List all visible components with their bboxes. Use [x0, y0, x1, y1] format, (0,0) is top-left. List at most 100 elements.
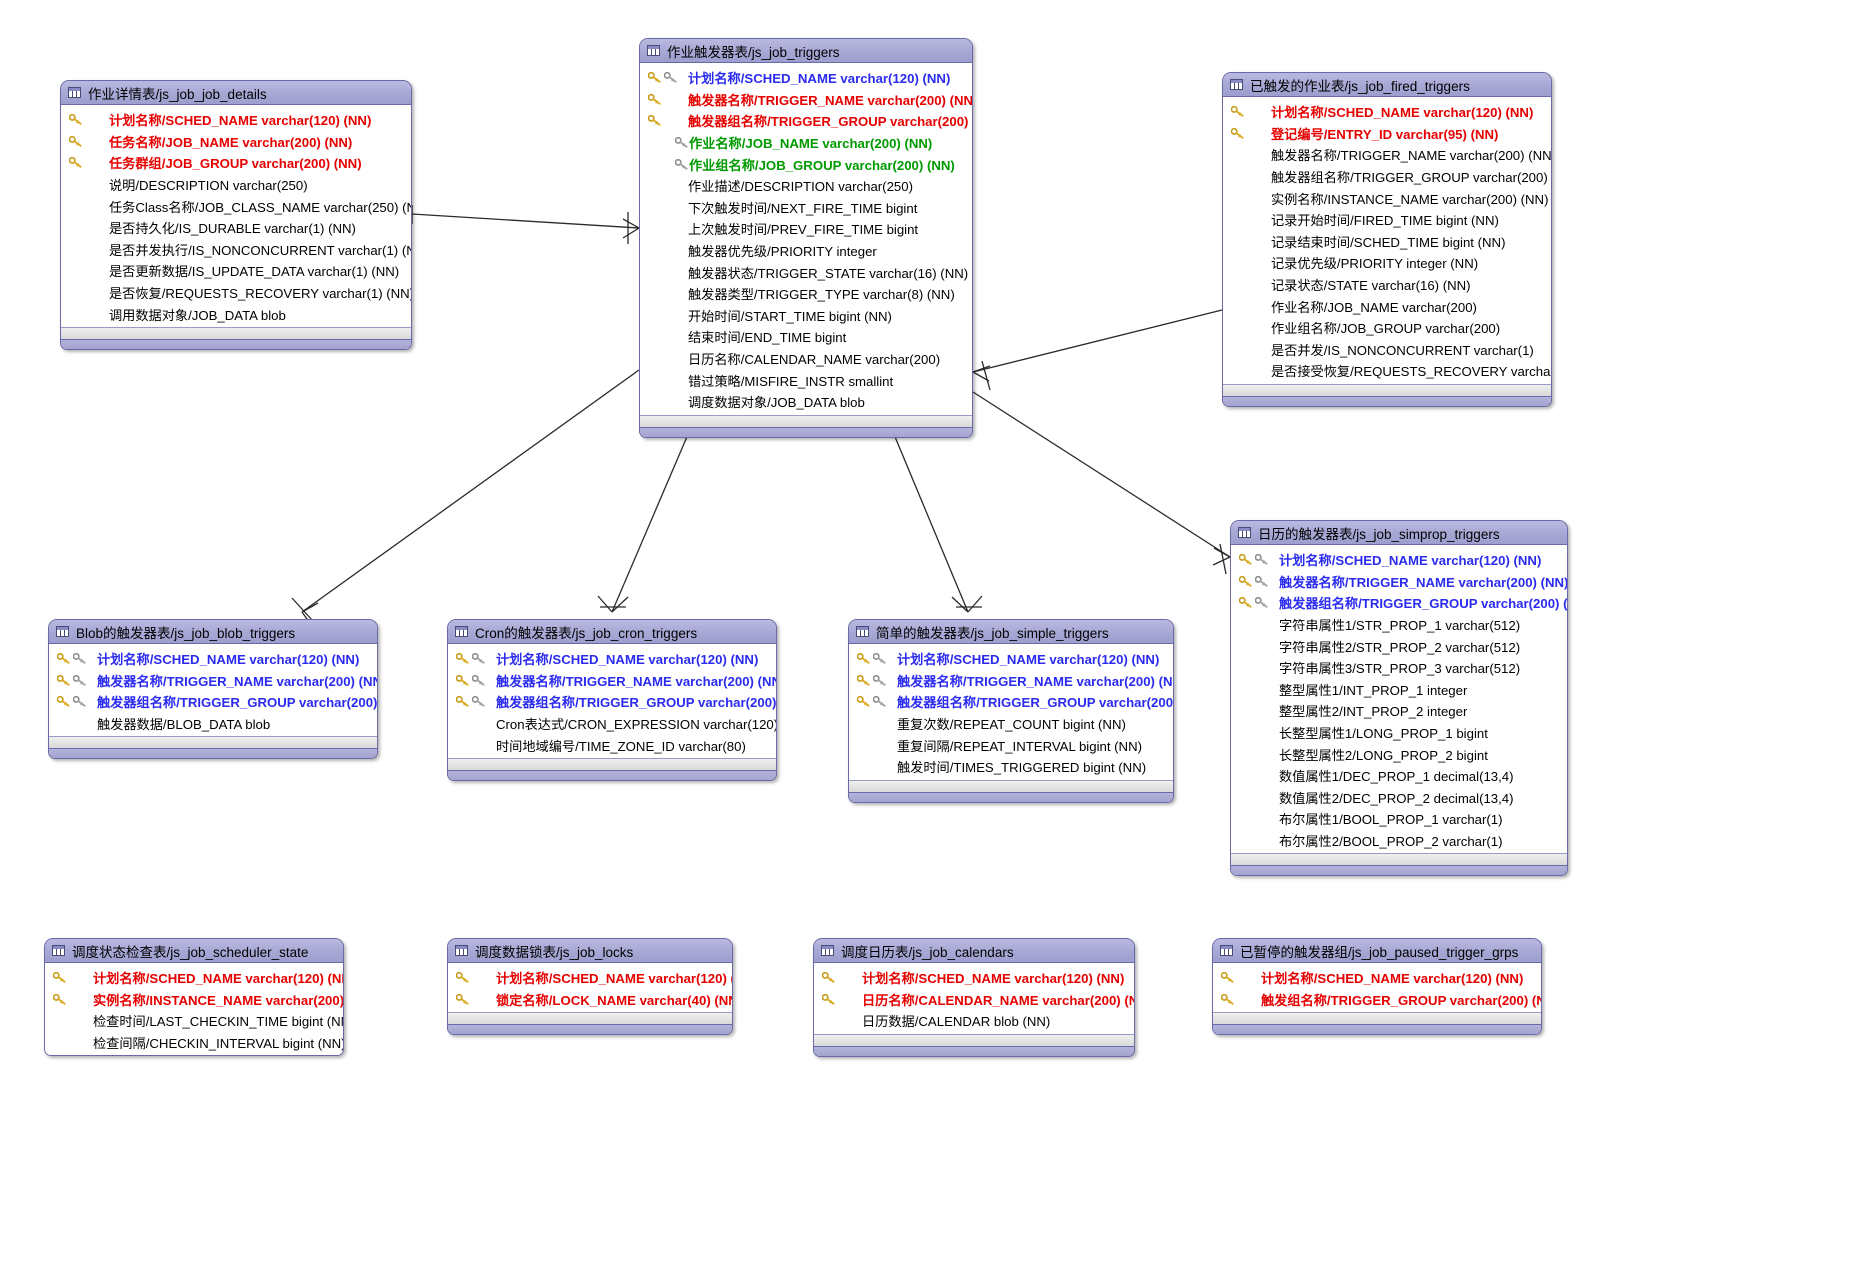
attribute-row[interactable]: 触发器组名称/TRIGGER_GROUP varchar(200) (NN): [1231, 592, 1567, 614]
attribute-row[interactable]: 触发器名称/TRIGGER_NAME varchar(200) (NN): [1231, 571, 1567, 593]
attribute-row[interactable]: 时间地域编号/TIME_ZONE_ID varchar(80): [448, 734, 776, 756]
attribute-row[interactable]: 计划名称/SCHED_NAME varchar(120) (NN): [49, 648, 377, 670]
attribute-row[interactable]: 触发器类型/TRIGGER_TYPE varchar(8) (NN): [640, 283, 972, 305]
attribute-row[interactable]: 实例名称/INSTANCE_NAME varchar(200) (NN): [1223, 187, 1551, 209]
attribute-row[interactable]: 记录优先级/PRIORITY integer (NN): [1223, 252, 1551, 274]
attribute-row[interactable]: 触发器组名称/TRIGGER_GROUP varchar(200) (NN): [640, 110, 972, 132]
attribute-row[interactable]: 锁定名称/LOCK_NAME varchar(40) (NN): [448, 989, 732, 1011]
attribute-row[interactable]: 开始时间/START_TIME bigint (NN): [640, 305, 972, 327]
attribute-row[interactable]: 任务名称/JOB_NAME varchar(200) (NN): [61, 131, 411, 153]
attribute-row[interactable]: 布尔属性2/BOOL_PROP_2 varchar(1): [1231, 830, 1567, 852]
entity-simprop_triggers[interactable]: 日历的触发器表/js_job_simprop_triggers 计划名称/SCHE…: [1230, 520, 1568, 877]
attribute-row[interactable]: 任务群组/JOB_GROUP varchar(200) (NN): [61, 152, 411, 174]
entity-header-fired_triggers[interactable]: 已触发的作业表/js_job_fired_triggers: [1223, 73, 1551, 97]
attribute-row[interactable]: 触发器名称/TRIGGER_NAME varchar(200) (NN): [49, 670, 377, 692]
attribute-row[interactable]: 触发器组名称/TRIGGER_GROUP varchar(200) (NN): [1223, 166, 1551, 188]
attribute-row[interactable]: 错过策略/MISFIRE_INSTR smallint: [640, 369, 972, 391]
attribute-row[interactable]: 计划名称/SCHED_NAME varchar(120) (NN): [1223, 101, 1551, 123]
attribute-row[interactable]: 触发器名称/TRIGGER_NAME varchar(200) (NN): [640, 89, 972, 111]
attribute-row[interactable]: 登记编号/ENTRY_ID varchar(95) (NN): [1223, 123, 1551, 145]
attribute-row[interactable]: 计划名称/SCHED_NAME varchar(120) (NN): [448, 967, 732, 989]
attribute-row[interactable]: 长整型属性2/LONG_PROP_2 bigint: [1231, 743, 1567, 765]
entity-header-scheduler_state[interactable]: 调度状态检查表/js_job_scheduler_state: [45, 939, 343, 963]
attribute-row[interactable]: 任务Class名称/JOB_CLASS_NAME varchar(250) (N…: [61, 195, 411, 217]
attribute-row[interactable]: 计划名称/SCHED_NAME varchar(120) (NN): [448, 648, 776, 670]
entity-header-job_details[interactable]: 作业详情表/js_job_job_details: [61, 81, 411, 105]
attribute-row[interactable]: 上次触发时间/PREV_FIRE_TIME bigint: [640, 218, 972, 240]
attribute-row[interactable]: 实例名称/INSTANCE_NAME varchar(200) (NN): [45, 989, 343, 1011]
attribute-row[interactable]: 记录结束时间/SCHED_TIME bigint (NN): [1223, 231, 1551, 253]
attribute-row[interactable]: 说明/DESCRIPTION varchar(250): [61, 174, 411, 196]
attribute-row[interactable]: 作业组名称/JOB_GROUP varchar(200): [1223, 317, 1551, 339]
attribute-row[interactable]: 记录开始时间/FIRED_TIME bigint (NN): [1223, 209, 1551, 231]
entity-header-calendars[interactable]: 调度日历表/js_job_calendars: [814, 939, 1134, 963]
attribute-row[interactable]: 检查时间/LAST_CHECKIN_TIME bigint (NN): [45, 1010, 343, 1032]
attribute-row[interactable]: 作业名称/JOB_NAME varchar(200) (NN): [640, 132, 972, 154]
attribute-row[interactable]: 字符串属性2/STR_PROP_2 varchar(512): [1231, 635, 1567, 657]
entity-calendars[interactable]: 调度日历表/js_job_calendars 计划名称/SCHED_NAME va…: [813, 938, 1135, 1057]
attribute-row[interactable]: 计划名称/SCHED_NAME varchar(120) (NN): [61, 109, 411, 131]
attribute-row[interactable]: 字符串属性3/STR_PROP_3 varchar(512): [1231, 657, 1567, 679]
entity-header-paused_trigger_grps[interactable]: 已暂停的触发器组/js_job_paused_trigger_grps: [1213, 939, 1541, 963]
attribute-row[interactable]: 数值属性1/DEC_PROP_1 decimal(13,4): [1231, 765, 1567, 787]
entity-header-cron_triggers[interactable]: Cron的触发器表/js_job_cron_triggers: [448, 620, 776, 644]
attribute-row[interactable]: 检查间隔/CHECKIN_INTERVAL bigint (NN): [45, 1032, 343, 1054]
attribute-row[interactable]: 触发器名称/TRIGGER_NAME varchar(200) (NN): [1223, 144, 1551, 166]
entity-scheduler_state[interactable]: 调度状态检查表/js_job_scheduler_state 计划名称/SCHED…: [44, 938, 344, 1057]
attribute-row[interactable]: 计划名称/SCHED_NAME varchar(120) (NN): [640, 67, 972, 89]
attribute-row[interactable]: Cron表达式/CRON_EXPRESSION varchar(120) (NN…: [448, 713, 776, 735]
attribute-row[interactable]: 调用数据对象/JOB_DATA blob: [61, 303, 411, 325]
attribute-row[interactable]: 计划名称/SCHED_NAME varchar(120) (NN): [1213, 967, 1541, 989]
attribute-row[interactable]: 字符串属性1/STR_PROP_1 varchar(512): [1231, 614, 1567, 636]
attribute-row[interactable]: 调度数据对象/JOB_DATA blob: [640, 391, 972, 413]
attribute-row[interactable]: 是否并发执行/IS_NONCONCURRENT varchar(1) (NN): [61, 239, 411, 261]
entity-blob_triggers[interactable]: Blob的触发器表/js_job_blob_triggers 计划名称/SCHED…: [48, 619, 378, 760]
attribute-row[interactable]: 触发器状态/TRIGGER_STATE varchar(16) (NN): [640, 261, 972, 283]
entity-job_details[interactable]: 作业详情表/js_job_job_details 计划名称/SCHED_NAME …: [60, 80, 412, 350]
entity-header-job_triggers[interactable]: 作业触发器表/js_job_triggers: [640, 39, 972, 63]
attribute-row[interactable]: 计划名称/SCHED_NAME varchar(120) (NN): [849, 648, 1173, 670]
attribute-row[interactable]: 是否持久化/IS_DURABLE varchar(1) (NN): [61, 217, 411, 239]
attribute-row[interactable]: 日历数据/CALENDAR blob (NN): [814, 1010, 1134, 1032]
attribute-row[interactable]: 触发器名称/TRIGGER_NAME varchar(200) (NN): [448, 670, 776, 692]
attribute-row[interactable]: 是否更新数据/IS_UPDATE_DATA varchar(1) (NN): [61, 260, 411, 282]
attribute-row[interactable]: 日历名称/CALENDAR_NAME varchar(200): [640, 348, 972, 370]
attribute-row[interactable]: 重复间隔/REPEAT_INTERVAL bigint (NN): [849, 734, 1173, 756]
attribute-row[interactable]: 触发器名称/TRIGGER_NAME varchar(200) (NN): [849, 670, 1173, 692]
attribute-row[interactable]: 作业组名称/JOB_GROUP varchar(200) (NN): [640, 153, 972, 175]
attribute-row[interactable]: 数值属性2/DEC_PROP_2 decimal(13,4): [1231, 787, 1567, 809]
entity-simple_triggers[interactable]: 简单的触发器表/js_job_simple_triggers 计划名称/SCHED…: [848, 619, 1174, 803]
attribute-row[interactable]: 整型属性1/INT_PROP_1 integer: [1231, 679, 1567, 701]
attribute-row[interactable]: 计划名称/SCHED_NAME varchar(120) (NN): [1231, 549, 1567, 571]
entity-fired_triggers[interactable]: 已触发的作业表/js_job_fired_triggers 计划名称/SCHED_…: [1222, 72, 1552, 407]
entity-header-blob_triggers[interactable]: Blob的触发器表/js_job_blob_triggers: [49, 620, 377, 644]
attribute-row[interactable]: 触发时间/TIMES_TRIGGERED bigint (NN): [849, 756, 1173, 778]
attribute-row[interactable]: 是否并发/IS_NONCONCURRENT varchar(1): [1223, 339, 1551, 361]
attribute-row[interactable]: 下次触发时间/NEXT_FIRE_TIME bigint: [640, 197, 972, 219]
attribute-row[interactable]: 作业名称/JOB_NAME varchar(200): [1223, 295, 1551, 317]
attribute-row[interactable]: 作业描述/DESCRIPTION varchar(250): [640, 175, 972, 197]
entity-cron_triggers[interactable]: Cron的触发器表/js_job_cron_triggers 计划名称/SCHED…: [447, 619, 777, 781]
attribute-row[interactable]: 计划名称/SCHED_NAME varchar(120) (NN): [45, 967, 343, 989]
attribute-row[interactable]: 计划名称/SCHED_NAME varchar(120) (NN): [814, 967, 1134, 989]
attribute-row[interactable]: 触发组名称/TRIGGER_GROUP varchar(200) (NN): [1213, 989, 1541, 1011]
entity-header-simple_triggers[interactable]: 简单的触发器表/js_job_simple_triggers: [849, 620, 1173, 644]
attribute-row[interactable]: 记录状态/STATE varchar(16) (NN): [1223, 274, 1551, 296]
entity-locks[interactable]: 调度数据锁表/js_job_locks 计划名称/SCHED_NAME varch…: [447, 938, 733, 1036]
attribute-row[interactable]: 触发器优先级/PRIORITY integer: [640, 240, 972, 262]
attribute-row[interactable]: 布尔属性1/BOOL_PROP_1 varchar(1): [1231, 808, 1567, 830]
entity-job_triggers[interactable]: 作业触发器表/js_job_triggers 计划名称/SCHED_NAME va…: [639, 38, 973, 438]
attribute-row[interactable]: 是否接受恢复/REQUESTS_RECOVERY varchar(1): [1223, 360, 1551, 382]
attribute-row[interactable]: 触发器组名称/TRIGGER_GROUP varchar(200) (NN): [49, 691, 377, 713]
attribute-row[interactable]: 重复次数/REPEAT_COUNT bigint (NN): [849, 713, 1173, 735]
attribute-row[interactable]: 结束时间/END_TIME bigint: [640, 326, 972, 348]
attribute-row[interactable]: 触发器组名称/TRIGGER_GROUP varchar(200) (NN): [849, 691, 1173, 713]
attribute-row[interactable]: 触发器数据/BLOB_DATA blob: [49, 713, 377, 735]
entity-header-locks[interactable]: 调度数据锁表/js_job_locks: [448, 939, 732, 963]
attribute-row[interactable]: 日历名称/CALENDAR_NAME varchar(200) (NN): [814, 989, 1134, 1011]
entity-header-simprop_triggers[interactable]: 日历的触发器表/js_job_simprop_triggers: [1231, 521, 1567, 545]
attribute-row[interactable]: 触发器组名称/TRIGGER_GROUP varchar(200) (NN): [448, 691, 776, 713]
attribute-row[interactable]: 长整型属性1/LONG_PROP_1 bigint: [1231, 722, 1567, 744]
attribute-row[interactable]: 整型属性2/INT_PROP_2 integer: [1231, 700, 1567, 722]
